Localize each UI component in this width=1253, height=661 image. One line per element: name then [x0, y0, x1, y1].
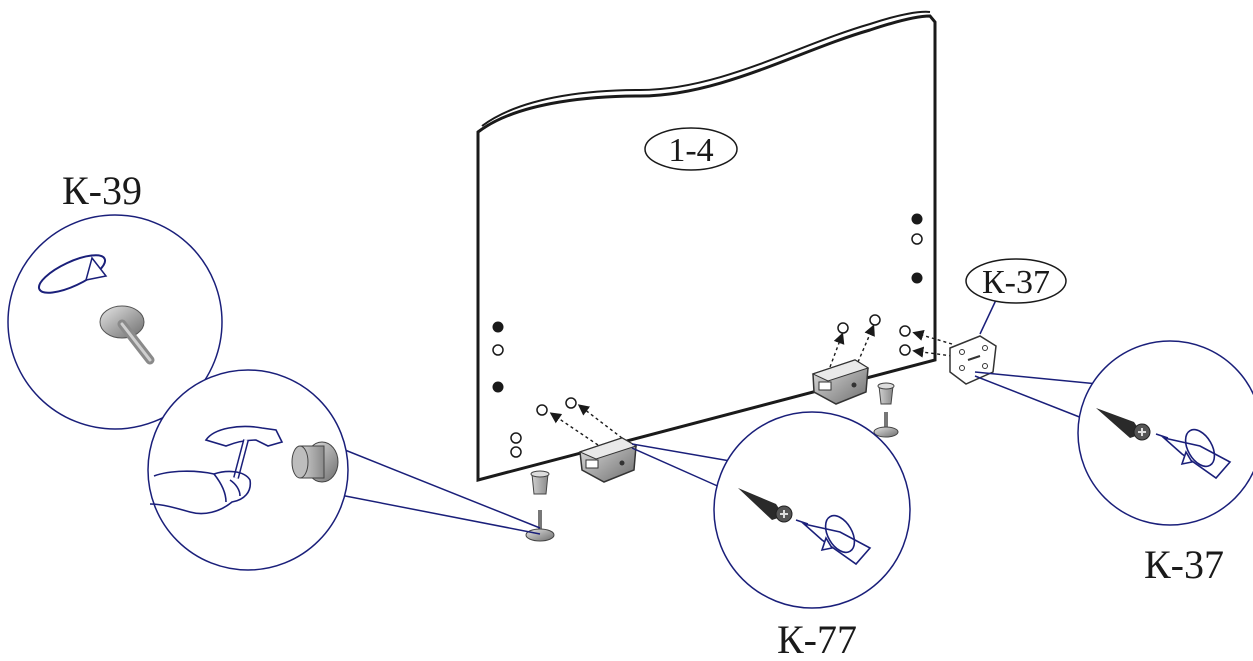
label-k77: К-77: [777, 617, 857, 661]
callout-lines: [334, 299, 1099, 535]
label-k39: К-39: [62, 168, 142, 213]
detail-circle-k37: [1077, 340, 1253, 526]
panel-number: 1-4: [668, 132, 713, 169]
label-k37-tag: К-37: [965, 258, 1067, 304]
leveler-foot-right: [873, 382, 899, 438]
label-k37: К-37: [1144, 542, 1224, 587]
hammer-hand-icon: [149, 425, 284, 515]
leveler-foot-left: [525, 470, 555, 542]
k37-tag-text: К-37: [982, 264, 1050, 301]
screwdriver-icon: [795, 514, 872, 566]
leveler-foot-icon: [99, 305, 155, 365]
detail-circle-k77: [713, 411, 911, 609]
screw-icon: [738, 488, 793, 523]
detail-circle-hammer: [147, 369, 349, 571]
insert-icon: [291, 441, 339, 483]
panel-1-4: [476, 10, 937, 482]
rotate-arrow-icon: [37, 254, 108, 294]
detail-circle-k39: [7, 214, 223, 430]
connector-plate: [949, 335, 997, 385]
bracket-left: [578, 437, 638, 483]
screw-icon: [1096, 408, 1151, 441]
panel-label: 1-4: [644, 127, 738, 171]
bracket-right: [811, 359, 870, 405]
screwdriver-icon: [1155, 428, 1232, 480]
insertion-arrows: [549, 324, 953, 446]
